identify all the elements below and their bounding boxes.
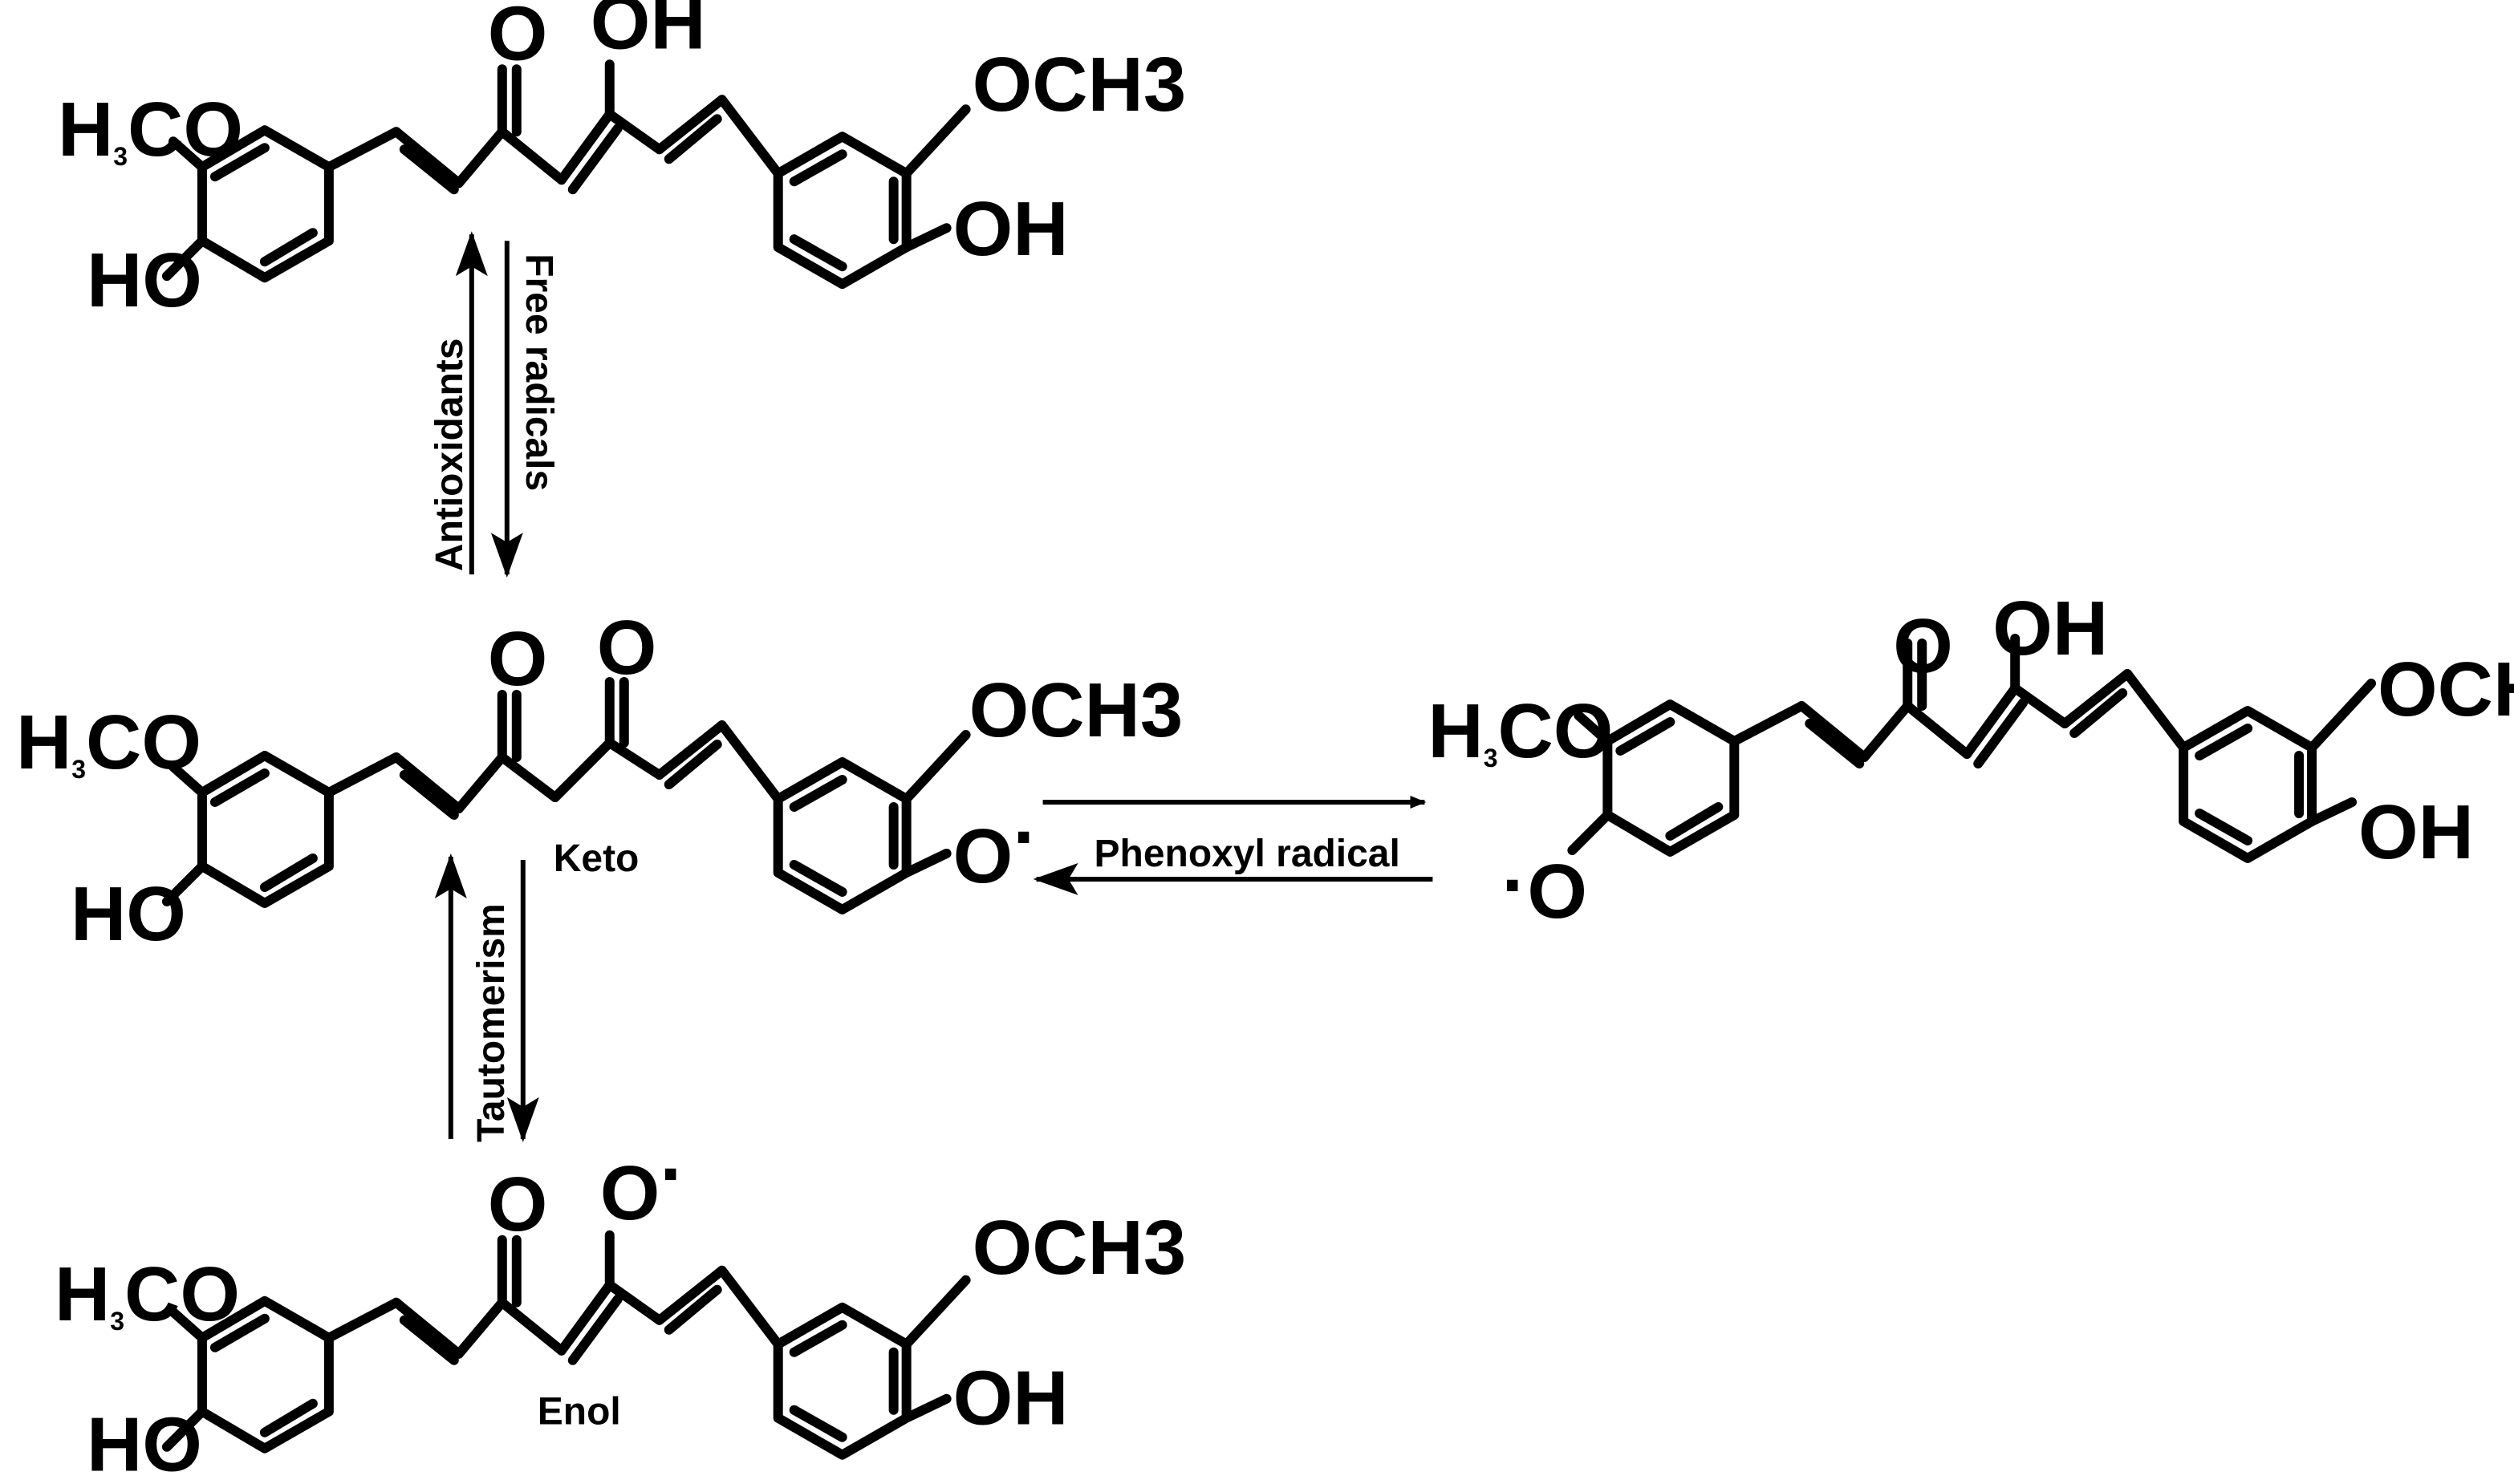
atom-label: OH bbox=[953, 186, 1069, 272]
atom-label: OH bbox=[2358, 789, 2474, 875]
phenoxyl-arrows: Phenoxyl radical bbox=[1033, 795, 1433, 895]
atom-label: O bbox=[488, 0, 548, 76]
enol-label: Enol bbox=[538, 1391, 621, 1433]
enol-radical-molecule: O O· OCH3 OH HO H3CO bbox=[55, 1131, 1186, 1484]
atom-label: OH bbox=[591, 0, 706, 65]
atom-label: OH bbox=[953, 1356, 1069, 1441]
h3co-label: H3CO bbox=[55, 1251, 240, 1337]
atom-label: HO bbox=[87, 1402, 202, 1484]
keto-label: Keto bbox=[554, 837, 640, 880]
atom-label: OH bbox=[1992, 586, 2108, 671]
tautomerism-label: Tautomerism bbox=[470, 903, 513, 1142]
tautomerism-arrows: Tautomerism bbox=[434, 853, 539, 1142]
free-radicals-label: Free radicals bbox=[518, 253, 560, 491]
atom-label: HO bbox=[71, 871, 186, 957]
phenoxyl-radical-molecule: O OH OCH3 OH ·O H3CO bbox=[1428, 586, 2514, 935]
atom-label: HO bbox=[87, 237, 202, 323]
atom-label: O bbox=[597, 605, 657, 691]
atom-label: OCH3 bbox=[969, 667, 1184, 753]
radical-oxygen: O· bbox=[953, 794, 1039, 899]
atom-label: O bbox=[488, 616, 548, 702]
radical-oxygen: ·O bbox=[1501, 842, 1587, 935]
atom-label: OCH3 bbox=[2378, 647, 2514, 732]
keto-radical-molecule: O O OCH3 O· HO H3CO bbox=[16, 605, 1183, 957]
atom-label: OCH3 bbox=[973, 42, 1187, 128]
h3co-label: H3CO bbox=[16, 699, 201, 785]
phenoxyl-radical-label: Phenoxyl radical bbox=[1095, 833, 1400, 875]
atom-label: OCH3 bbox=[973, 1205, 1187, 1291]
antioxidants-label: Antioxidants bbox=[428, 339, 471, 571]
h3co-label: H3CO bbox=[1428, 688, 1613, 774]
h3co-label: H3CO bbox=[58, 87, 243, 172]
redox-arrows: Free radicals Antioxidants bbox=[428, 231, 560, 578]
radical-oxygen: O· bbox=[600, 1131, 686, 1236]
atom-label: O bbox=[488, 1162, 548, 1247]
atom-label: O bbox=[1893, 603, 1953, 689]
curcumin-molecule: O OH OCH3 OH HO H3CO bbox=[58, 0, 1186, 323]
